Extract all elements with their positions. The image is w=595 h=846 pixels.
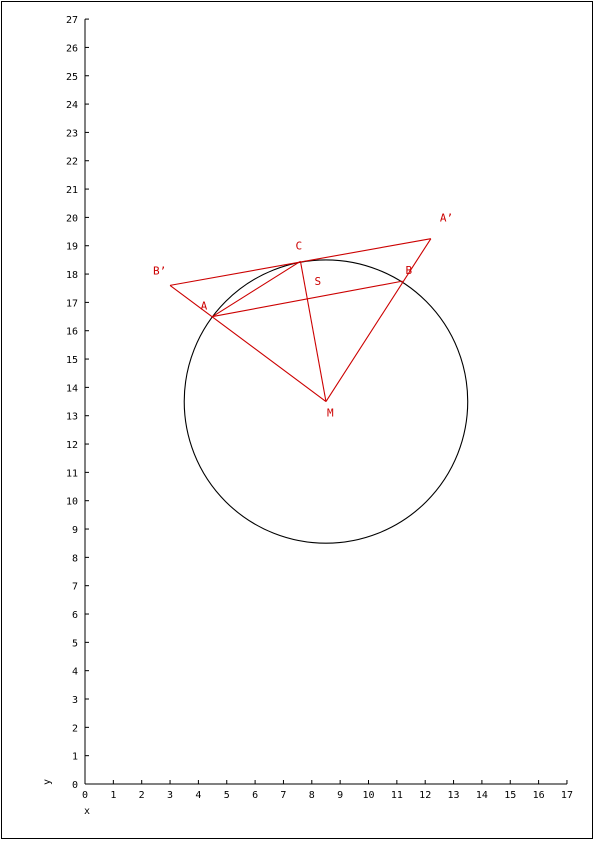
point-label: C [295,239,302,252]
x-tick-label: 5 [224,790,230,801]
segment [212,260,301,318]
y-tick-label: 2 [72,723,78,734]
x-tick-label: 17 [561,790,573,801]
y-tick-label: 8 [72,553,78,564]
x-tick-label: 15 [504,790,516,801]
y-tick-label: 27 [66,15,78,26]
point-label: B [406,264,413,277]
point-label: A [201,300,208,313]
x-tick-label: 6 [252,790,258,801]
y-tick-label: 0 [72,780,78,791]
point-labels: A B C M S A’ B’ [153,212,453,420]
x-tick-label: 7 [280,790,286,801]
point-label: M [327,407,334,420]
segment [169,284,327,402]
x-tick-label: 3 [167,790,173,801]
y-tick-label: 4 [72,667,78,678]
point-label: S [315,275,322,288]
x-tick-label: 11 [391,790,403,801]
segment [299,261,327,402]
y-tick-label: 15 [66,355,78,366]
x-tick-label: 12 [419,790,431,801]
y-tick-label: 10 [66,497,78,508]
y-tick-label: 16 [66,327,78,338]
y-tick-label: 9 [72,525,78,536]
y-tick-label: 18 [66,270,78,281]
y-tick-label: 3 [72,695,78,706]
y-tick-label: 14 [66,383,78,394]
geometry [169,238,469,544]
y-tick-label: 11 [66,468,78,479]
y-tick-label: 23 [66,128,78,139]
y-tick-label: 19 [66,242,78,253]
x-tick-label: 16 [533,790,545,801]
point-label: A’ [440,212,453,225]
y-tick-label: 20 [66,213,78,224]
point-label: B’ [153,264,166,277]
y-tick-label: 13 [66,412,78,423]
y-tick-label: 5 [72,638,78,649]
x-tick-label: 9 [337,790,343,801]
x-tick-label: 14 [476,790,488,801]
y-tick-label: 1 [72,752,78,763]
y-axis-label: y [42,779,53,785]
x-axis-label: x [84,806,90,817]
y-tick-label: 21 [66,185,78,196]
y-tick-label: 6 [72,610,78,621]
segment [325,238,432,402]
y-tick-label: 7 [72,582,78,593]
y-tick-label: 25 [66,72,78,83]
y-tick-label: 17 [66,298,78,309]
y-tick-label: 22 [66,157,78,168]
x-tick-label: 8 [309,790,315,801]
y-tick-label: 26 [66,43,78,54]
y-tick-label: 12 [66,440,78,451]
x-tick-label: 2 [139,790,145,801]
x-tick-label: 1 [110,790,116,801]
x-tick-label: 4 [195,790,201,801]
circle [183,259,469,544]
y-tick-label: 24 [66,100,78,111]
x-tick-label: 13 [448,790,460,801]
x-tick-label: 0 [82,790,88,801]
x-tick-label: 10 [362,790,374,801]
